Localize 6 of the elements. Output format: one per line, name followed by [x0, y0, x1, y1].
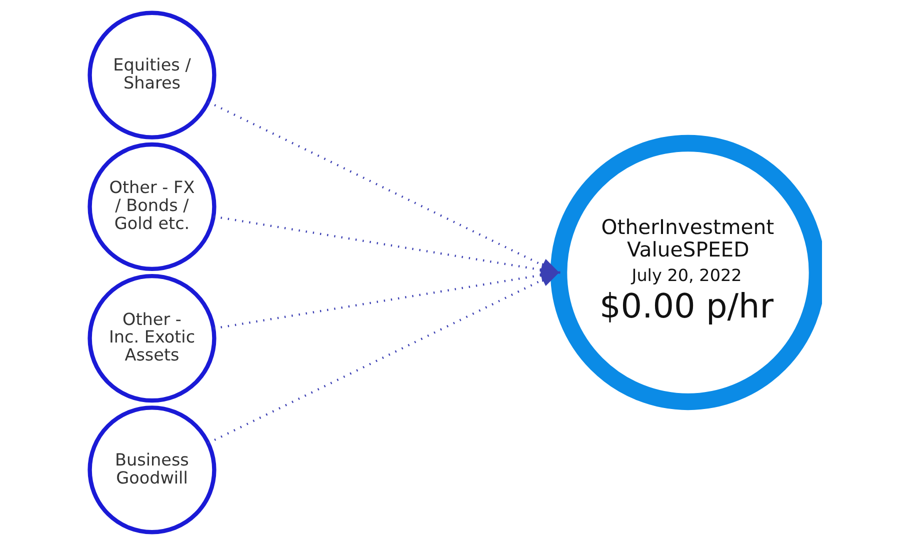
node-circle: Other - FX / Bonds / Gold etc. — [88, 142, 216, 271]
node-circle: Business Goodwill — [88, 406, 216, 534]
node-circle: Other - Inc. Exotic Assets — [88, 274, 216, 403]
arrow — [208, 271, 561, 444]
node-circle: OtherInvestment ValueSPEED July 20, 2022 $0.00 p/hr — [550, 134, 822, 410]
node-circle: Equities / Shares — [88, 10, 216, 140]
